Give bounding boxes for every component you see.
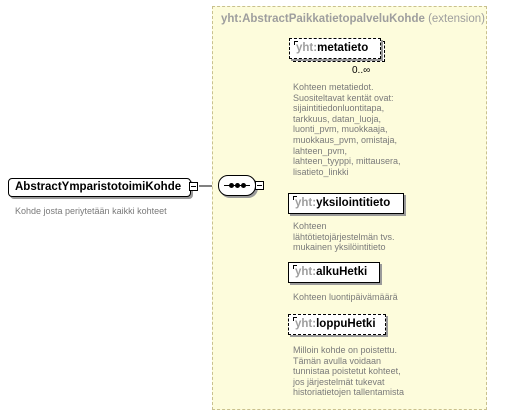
extension-title: yht:AbstractPaikkatietopalveluKohde (ext… — [221, 13, 485, 25]
element-content-icon — [293, 196, 301, 204]
sequence-collapse-toggle[interactable] — [255, 181, 264, 190]
sequence-compositor[interactable] — [218, 175, 256, 196]
alkuhetki-description: Kohteen luontipäivämäärä — [293, 292, 398, 302]
child-element-yksilointitieto[interactable]: yht:yksilointitieto — [288, 193, 404, 214]
element-content-icon — [294, 41, 302, 49]
root-element-name: AbstractYmparistotoimiKohde — [15, 181, 182, 193]
loppuhetki-description: Milloin kohde on poistettu. Tämän avulla… — [293, 345, 405, 398]
child-element-alkuhetki[interactable]: yht:alkuHetki — [288, 262, 380, 283]
yksilointitieto-description: Kohteen lähtötietojärjestelmän tvs. muka… — [293, 221, 395, 253]
element-content-icon — [293, 317, 301, 325]
root-description: Kohde josta periytetään kaikki kohteet — [15, 206, 167, 216]
child-element-metatieto[interactable]: yht:metatieto — [289, 38, 381, 59]
metatieto-multiplicity: 0..∞ — [352, 65, 371, 76]
metatieto-description: Kohteen metatiedot. Suositeltavat kentät… — [293, 82, 401, 177]
root-element[interactable]: AbstractYmparistotoimiKohde — [8, 178, 191, 197]
child-element-loppuhetki[interactable]: yht:loppuHetki — [288, 314, 386, 335]
root-collapse-toggle[interactable] — [189, 182, 198, 191]
element-content-icon — [293, 265, 301, 273]
